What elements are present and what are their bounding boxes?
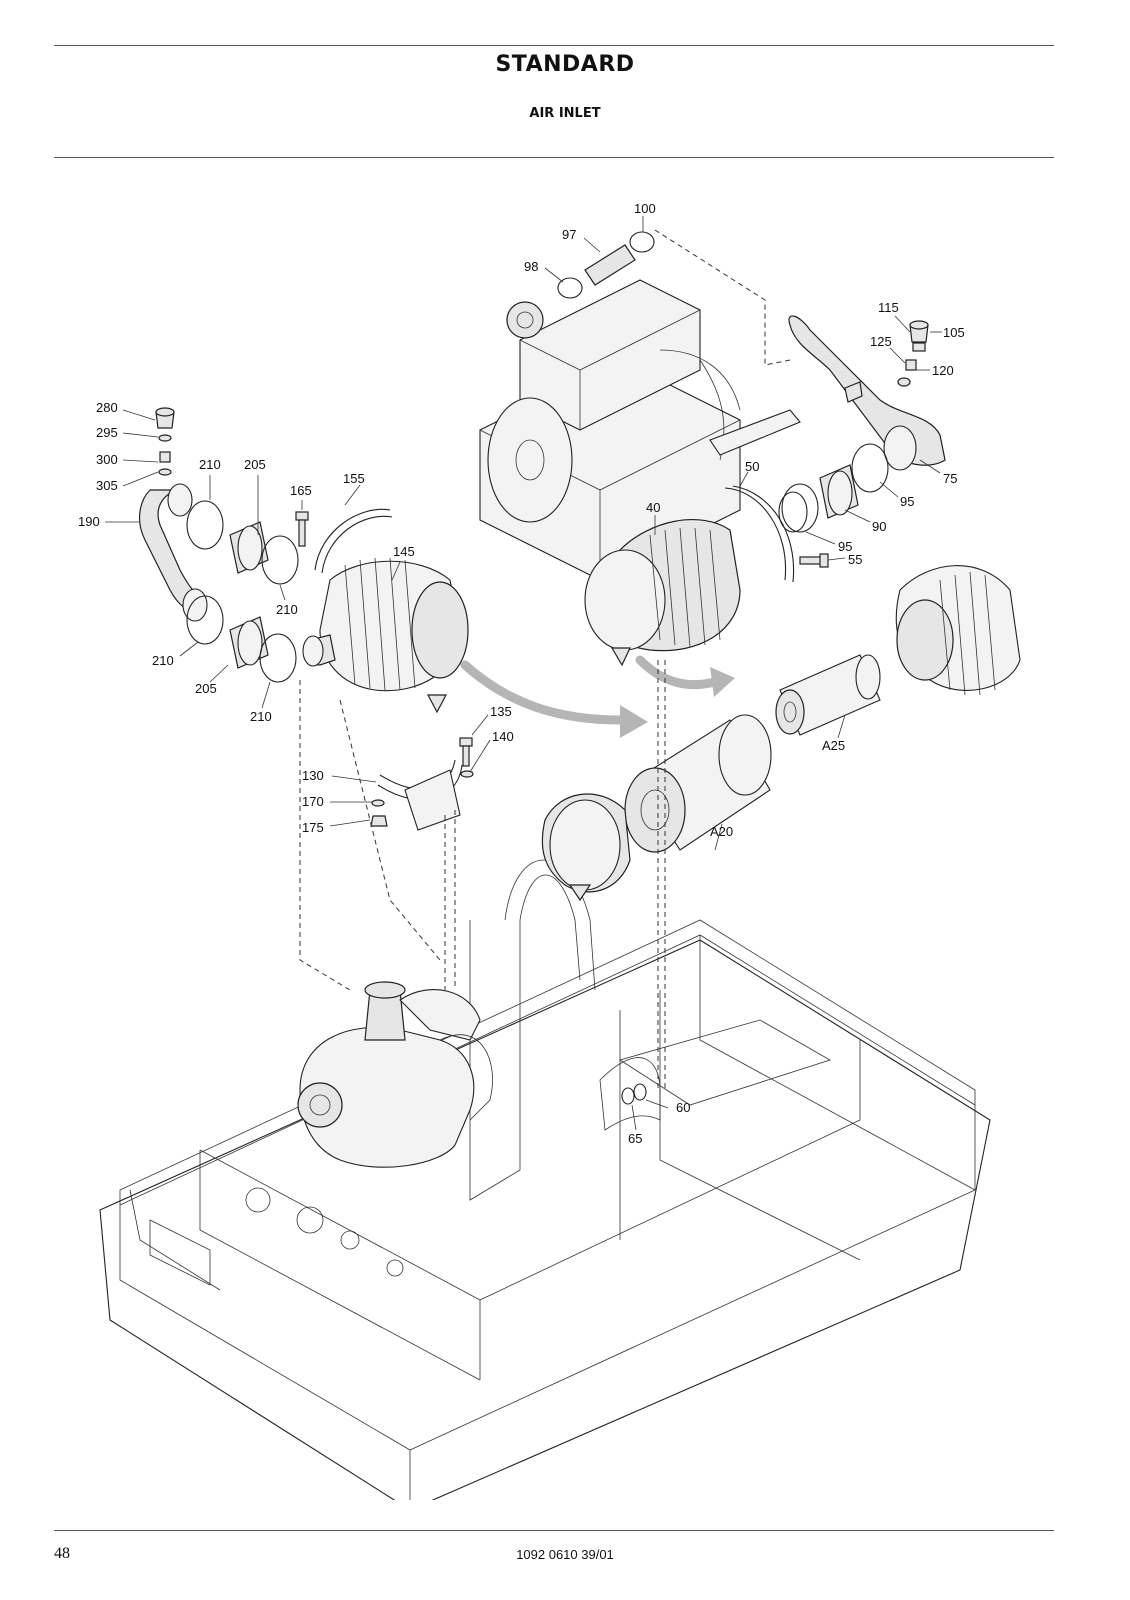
callout-50: 50: [745, 459, 759, 474]
callout-205-a: 205: [244, 457, 266, 472]
callout-210-b: 210: [276, 602, 298, 617]
left-clamps-lower: [186, 595, 297, 683]
filter-housing-exploded: [895, 565, 1021, 696]
nut-65: [621, 1087, 635, 1105]
left-clamps-upper: [186, 500, 299, 585]
callout-130: 130: [302, 768, 324, 783]
top-rule: [54, 45, 1054, 46]
callout-190: 190: [78, 514, 100, 529]
washer-120: [897, 377, 911, 387]
callout-75: 75: [943, 471, 957, 486]
intake-pipe-right: [788, 315, 946, 471]
vacuum-indicator-105: [909, 320, 929, 352]
callout-295: 295: [96, 425, 118, 440]
vacuum-indicator-280: [155, 407, 175, 429]
callout-90: 90: [872, 519, 886, 534]
callout-300: 300: [96, 452, 118, 467]
flow-arrow-right: [635, 655, 735, 697]
callout-100: 100: [634, 201, 656, 216]
bolt-55: [799, 553, 829, 568]
callout-280: 280: [96, 400, 118, 415]
callout-210-d: 210: [250, 709, 272, 724]
page-subtitle: AIR INLET: [529, 106, 601, 121]
clamp-100: [629, 231, 655, 253]
callout-210-a: 210: [199, 457, 221, 472]
hose-190: [138, 483, 208, 622]
callout-145: 145: [393, 544, 415, 559]
chassis-frame: [99, 859, 991, 1500]
adapter-300: [159, 451, 171, 463]
washer-60: [633, 1083, 647, 1101]
callout-95-b: 95: [838, 539, 852, 554]
bolt-165: [295, 511, 309, 547]
nut-175: [370, 815, 388, 827]
page-number: 48: [54, 1545, 70, 1562]
callout-155: 155: [343, 471, 365, 486]
document-number: 1092 0610 39/01: [516, 1547, 614, 1562]
right-hose-assembly: [778, 443, 889, 533]
leader-lines: [105, 216, 942, 1131]
callout-a20: A20: [710, 824, 733, 839]
adapter-125: [905, 359, 917, 371]
callout-95-a: 95: [900, 494, 914, 509]
callout-65: 65: [628, 1131, 642, 1146]
washer-305: [158, 468, 172, 476]
flow-arrow-left: [460, 660, 648, 738]
washer-170: [371, 799, 385, 807]
bolt-135: [459, 737, 473, 767]
callout-165: 165: [290, 483, 312, 498]
main-cartridge-a20: [624, 714, 772, 853]
callout-140: 140: [492, 729, 514, 744]
bracket-50: [724, 485, 795, 583]
washer-140: [460, 770, 474, 778]
callout-115: 115: [878, 300, 899, 315]
callout-175: 175: [302, 820, 324, 835]
callout-170: 170: [302, 794, 324, 809]
callout-210-c: 210: [152, 653, 174, 668]
callout-120: 120: [932, 363, 954, 378]
callout-105: 105: [943, 325, 965, 340]
filter-cover: [541, 793, 631, 902]
callout-labels: 100 97 98 115 105 125 120 75 95 90 95 55…: [78, 201, 965, 1146]
hose-97: [584, 244, 636, 286]
washer-295: [158, 434, 172, 442]
callout-60: 60: [676, 1100, 690, 1115]
header-bottom-rule: [54, 157, 1054, 158]
bracket-band-155: [314, 508, 393, 574]
footer-rule: [54, 1530, 1054, 1531]
callout-97: 97: [562, 227, 576, 242]
air-inlet-exploded-diagram: 100 97 98 115 105 125 120 75 95 90 95 55…: [78, 201, 1021, 1500]
callout-40: 40: [646, 500, 660, 515]
air-filter-housing-40: [584, 519, 741, 667]
callout-a25: A25: [822, 738, 845, 753]
callout-55: 55: [848, 552, 862, 567]
safety-cartridge-a25: [775, 654, 881, 736]
compressor-element: [297, 981, 493, 1168]
callout-98: 98: [524, 259, 538, 274]
callout-205-b: 205: [195, 681, 217, 696]
support-bracket-130: [377, 759, 463, 831]
callout-305: 305: [96, 478, 118, 493]
callout-135: 135: [490, 704, 512, 719]
air-filter-housing-145: [302, 557, 469, 714]
page-title: STANDARD: [495, 52, 635, 77]
callout-125: 125: [870, 334, 892, 349]
assembly-lines: [299, 229, 791, 1090]
clamp-98: [557, 277, 583, 299]
